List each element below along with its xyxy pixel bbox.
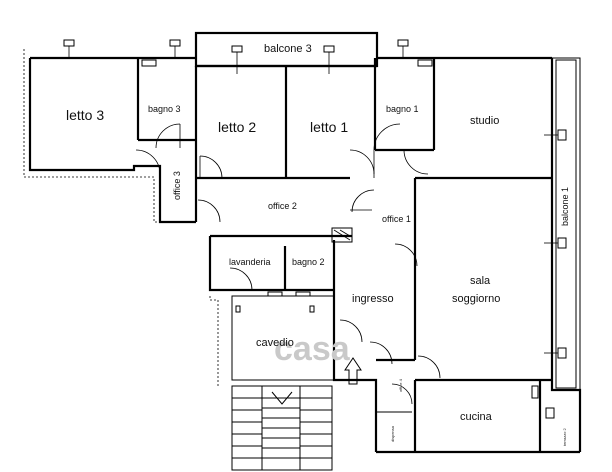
label-office-1: office 1 (382, 214, 411, 224)
label-sala: sala (470, 275, 491, 287)
cavedio-outline (231, 295, 335, 381)
cavedio-dashed-left (209, 296, 219, 386)
label-office-2: office 2 (268, 201, 297, 211)
label-lavanderia: lavanderia (229, 257, 271, 267)
label-office-3: office 3 (172, 171, 182, 200)
letto-3-dashed-edge (23, 49, 196, 223)
label-balcone-3: balcone 3 (264, 43, 312, 55)
label-letto-1: letto 1 (310, 119, 348, 135)
label-balcone-1: balcone 1 (560, 187, 570, 226)
label-bagno-2: bagno 2 (292, 257, 325, 267)
balcone-1-outline (551, 57, 581, 391)
label-letto-2: letto 2 (218, 119, 256, 135)
label-studio: studio (470, 115, 499, 127)
watermark-text: casa (274, 330, 351, 368)
label-office-4: office 4 (398, 378, 403, 392)
label-cucina: cucina (460, 411, 493, 423)
label-bagno-3: bagno 3 (148, 104, 181, 114)
outer-wall-top-left (28, 58, 196, 224)
wall-lavanderia (208, 236, 334, 292)
outer-wall-lower-left (332, 296, 378, 452)
label-dispensa: dispensa (390, 425, 395, 442)
balcone-1-inner (555, 59, 577, 389)
label-letto-3: letto 3 (66, 107, 104, 123)
label-ingresso: ingresso (352, 293, 394, 305)
label-soggiorno: soggiorno (452, 293, 500, 305)
label-terrazzo-2: terrazzo 2 (562, 427, 567, 446)
door-swings (135, 123, 441, 405)
entrance-arrow (344, 357, 362, 385)
window-markers (63, 39, 567, 419)
label-cavedio: cavedio (256, 337, 294, 349)
staircase (231, 385, 333, 471)
label-bagno-1: bagno 1 (386, 104, 419, 114)
